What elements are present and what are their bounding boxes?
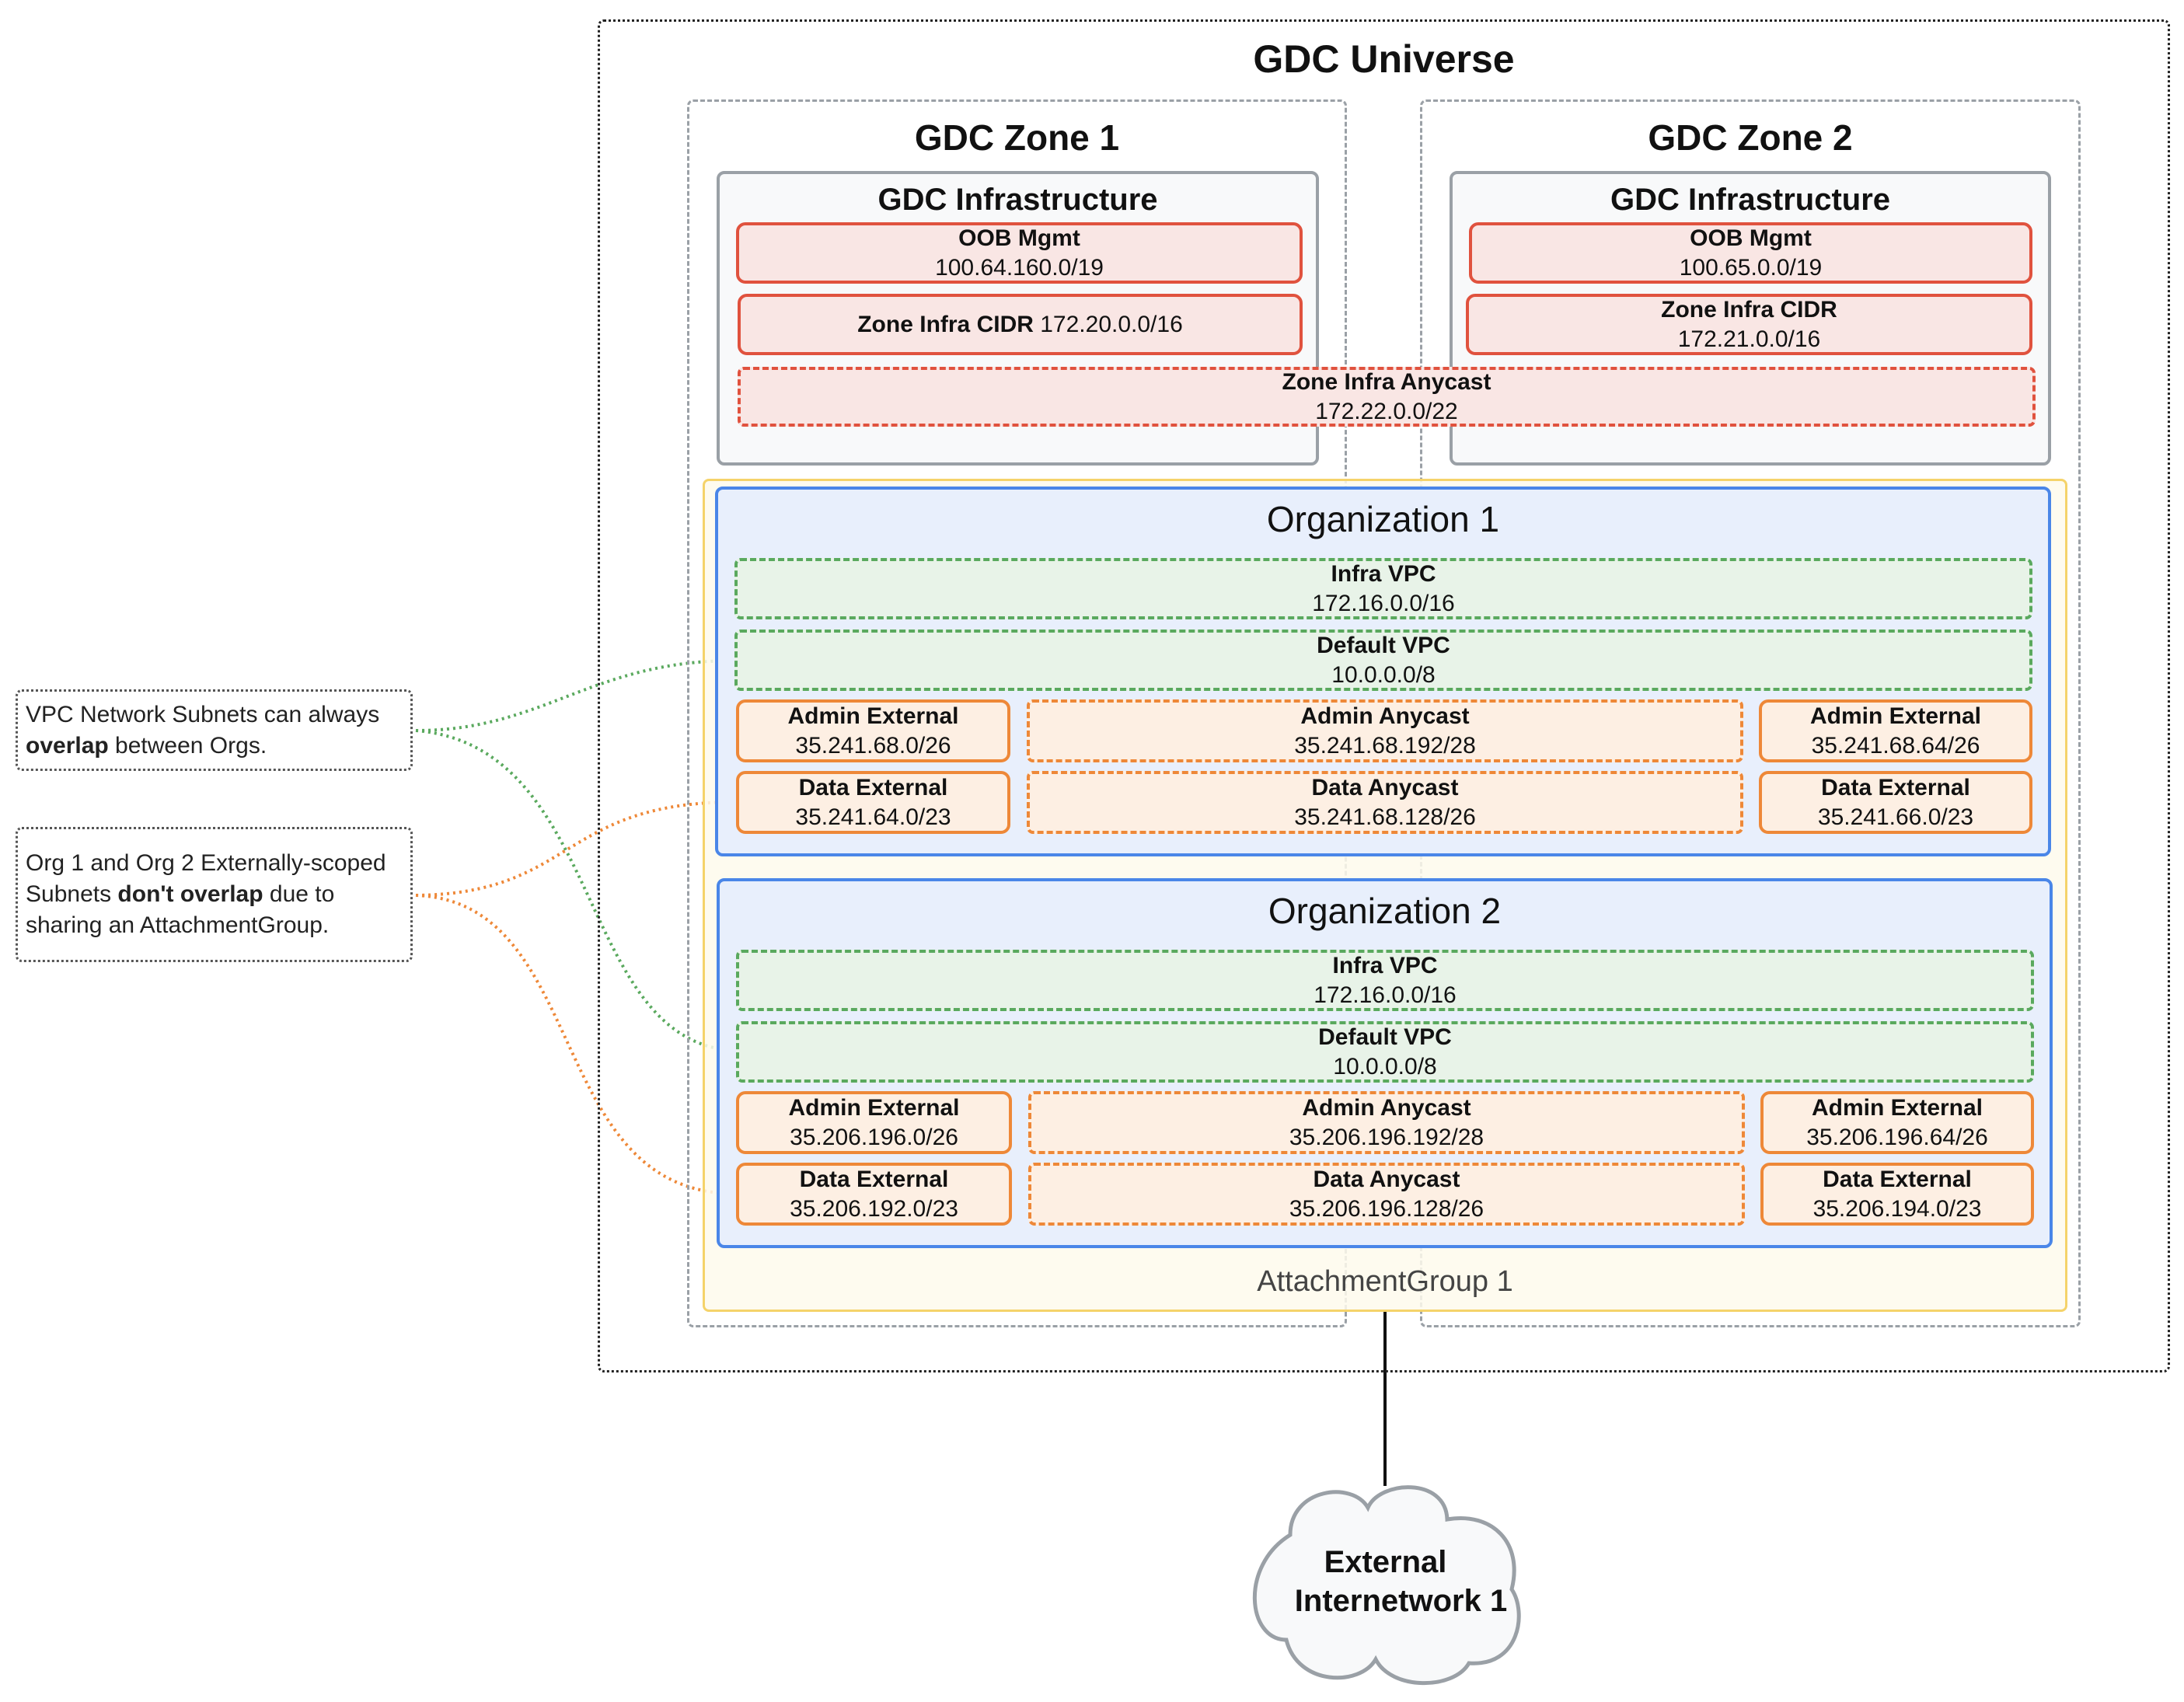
subnet-label: Admin External — [787, 703, 959, 729]
attachment-group-label: AttachmentGroup 1 — [1257, 1265, 1513, 1298]
subnet-cidr: 35.206.196.0/26 — [790, 1124, 958, 1150]
subnet-cidr: 172.21.0.0/16 — [1677, 326, 1821, 352]
subnet-cidr: 172.20.0.0/16 — [1040, 311, 1183, 337]
admin-anycast: Admin Anycast 35.206.196.192/28 — [1028, 1091, 1745, 1154]
orange-connector-org1 — [415, 800, 737, 897]
subnet-label: Data External — [1823, 1166, 1972, 1192]
note-text: due to sharing an AttachmentGroup. — [26, 881, 335, 938]
subnet-label: Data External — [1821, 774, 1970, 800]
data-anycast: Data Anycast 35.241.68.128/26 — [1027, 771, 1743, 834]
subnet-label: Data External — [799, 1166, 949, 1192]
subnet-label: Zone Infra CIDR — [857, 311, 1034, 337]
subnet-cidr: 35.206.196.192/28 — [1289, 1124, 1484, 1150]
zone-title: GDC Zone 1 — [914, 117, 1120, 158]
subnet-cidr: 35.206.196.128/26 — [1289, 1195, 1484, 1222]
subnet-label: Infra VPC — [1332, 952, 1438, 978]
infra-title: GDC Infrastructure — [1610, 183, 1891, 217]
subnet-label: Admin Anycast — [1302, 1094, 1471, 1121]
note-text: VPC Network Subnets can always — [26, 701, 380, 727]
external-label-line1: External — [1324, 1545, 1447, 1579]
data-anycast: Data Anycast 35.206.196.128/26 — [1028, 1163, 1745, 1226]
note-emphasis: don't overlap — [117, 881, 263, 907]
infra-vpc: Infra VPC 172.16.0.0/16 — [736, 950, 2034, 1011]
admin-external-2: Admin External 35.241.68.64/26 — [1759, 699, 2032, 762]
subnet-cidr: 10.0.0.0/8 — [1331, 661, 1436, 688]
infra-vpc: Infra VPC 172.16.0.0/16 — [734, 558, 2032, 619]
green-connector-org1 — [415, 659, 735, 732]
admin-external-2: Admin External 35.206.196.64/26 — [1760, 1091, 2034, 1154]
subnet-label: OOB Mgmt — [958, 225, 1080, 251]
oob-mgmt-zone-2: OOB Mgmt 100.65.0.0/19 — [1469, 222, 2032, 284]
data-external-1: Data External 35.206.192.0/23 — [736, 1163, 1012, 1226]
subnet-label: Admin External — [1811, 1094, 1983, 1121]
note-emphasis: overlap — [26, 732, 109, 759]
subnet-cidr: 100.64.160.0/19 — [935, 254, 1104, 281]
zone-infra-cidr-zone-1: Zone Infra CIDR 172.20.0.0/16 — [738, 294, 1303, 355]
subnet-label: Admin External — [1809, 703, 1982, 729]
note-text: between Orgs. — [108, 732, 267, 759]
zone-infra-cidr-zone-2: Zone Infra CIDR 172.21.0.0/16 — [1466, 294, 2032, 355]
zone-infra-anycast: Zone Infra Anycast 172.22.0.0/22 — [738, 367, 2036, 427]
admin-external-1: Admin External 35.206.196.0/26 — [736, 1091, 1012, 1154]
subnet-cidr: 35.241.68.0/26 — [795, 732, 951, 759]
universe-title: GDC Universe — [1253, 37, 1515, 81]
oob-mgmt-zone-1: OOB Mgmt 100.64.160.0/19 — [736, 222, 1303, 284]
subnet-label: Default VPC — [1317, 632, 1450, 658]
subnet-cidr: 35.241.68.64/26 — [1811, 732, 1980, 759]
org-title: Organization 2 — [1268, 891, 1502, 931]
subnet-label: Data Anycast — [1313, 1166, 1460, 1192]
subnet-label: Data Anycast — [1311, 774, 1459, 800]
subnet-cidr: 35.241.64.0/23 — [795, 804, 951, 830]
data-external-1: Data External 35.241.64.0/23 — [736, 771, 1010, 834]
subnet-cidr: 172.16.0.0/16 — [1314, 982, 1457, 1008]
note-text: Org 1 and Org 2 Externally-scoped Subnet… — [26, 850, 386, 907]
subnet-label: Infra VPC — [1331, 560, 1436, 587]
subnet-label: Data External — [798, 774, 948, 800]
admin-external-1: Admin External 35.241.68.0/26 — [736, 699, 1010, 762]
subnet-cidr: 35.206.192.0/23 — [790, 1195, 958, 1222]
note-external-no-overlap: Org 1 and Org 2 Externally-scoped Subnet… — [16, 827, 413, 962]
zone-title: GDC Zone 2 — [1648, 117, 1853, 158]
note-vpc-overlap: VPC Network Subnets can always overlap b… — [16, 689, 413, 771]
data-external-2: Data External 35.206.194.0/23 — [1760, 1163, 2034, 1226]
default-vpc: Default VPC 10.0.0.0/8 — [736, 1021, 2034, 1083]
subnet-cidr: 172.22.0.0/22 — [1315, 398, 1458, 424]
subnet-cidr: 100.65.0.0/19 — [1679, 254, 1823, 281]
default-vpc: Default VPC 10.0.0.0/8 — [734, 630, 2032, 691]
subnet-cidr: 10.0.0.0/8 — [1333, 1053, 1437, 1079]
subnet-label: Zone Infra CIDR — [1661, 296, 1837, 323]
subnet-cidr: 35.241.68.192/28 — [1294, 732, 1476, 759]
subnet-cidr: 172.16.0.0/16 — [1312, 590, 1455, 616]
subnet-cidr: 35.241.66.0/23 — [1817, 804, 1974, 830]
subnet-label: Admin Anycast — [1300, 703, 1470, 729]
data-external-2: Data External 35.241.66.0/23 — [1759, 771, 2032, 834]
org-title: Organization 1 — [1266, 499, 1500, 539]
subnet-label: Default VPC — [1318, 1024, 1452, 1050]
external-internetwork: External Internetwork 1 — [1244, 1543, 1527, 1620]
subnet-cidr: 35.206.196.64/26 — [1806, 1124, 1988, 1150]
external-label-line2: Internetwork 1 — [1294, 1584, 1508, 1618]
subnet-label: OOB Mgmt — [1690, 225, 1812, 251]
subnet-label: Zone Infra Anycast — [1282, 368, 1491, 395]
subnet-cidr: 35.206.194.0/23 — [1812, 1195, 1982, 1222]
subnet-label: Admin External — [788, 1094, 960, 1121]
gdc-universe: GDC Universe — [598, 19, 2170, 1372]
admin-anycast: Admin Anycast 35.241.68.192/28 — [1027, 699, 1743, 762]
cloud-icon — [1252, 1485, 1521, 1686]
subnet-cidr: 35.241.68.128/26 — [1294, 804, 1476, 830]
green-connector-org2 — [415, 729, 735, 1052]
infra-title: GDC Infrastructure — [877, 183, 1158, 217]
